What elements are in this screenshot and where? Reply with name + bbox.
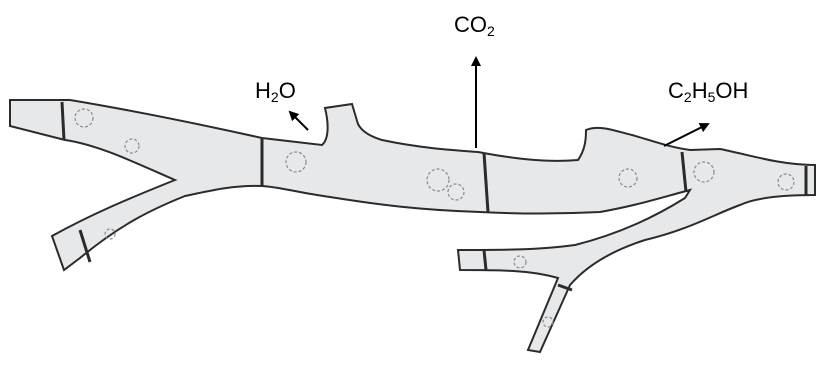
water-arrow	[290, 112, 308, 130]
ethanol-arrow	[664, 124, 708, 146]
water-label: H2O	[255, 78, 296, 105]
co2-label: CO2	[454, 12, 495, 39]
ethanol-label: C2H5OH	[668, 78, 748, 105]
septum	[484, 250, 486, 270]
septum	[62, 102, 64, 140]
main-hypha	[10, 100, 815, 352]
